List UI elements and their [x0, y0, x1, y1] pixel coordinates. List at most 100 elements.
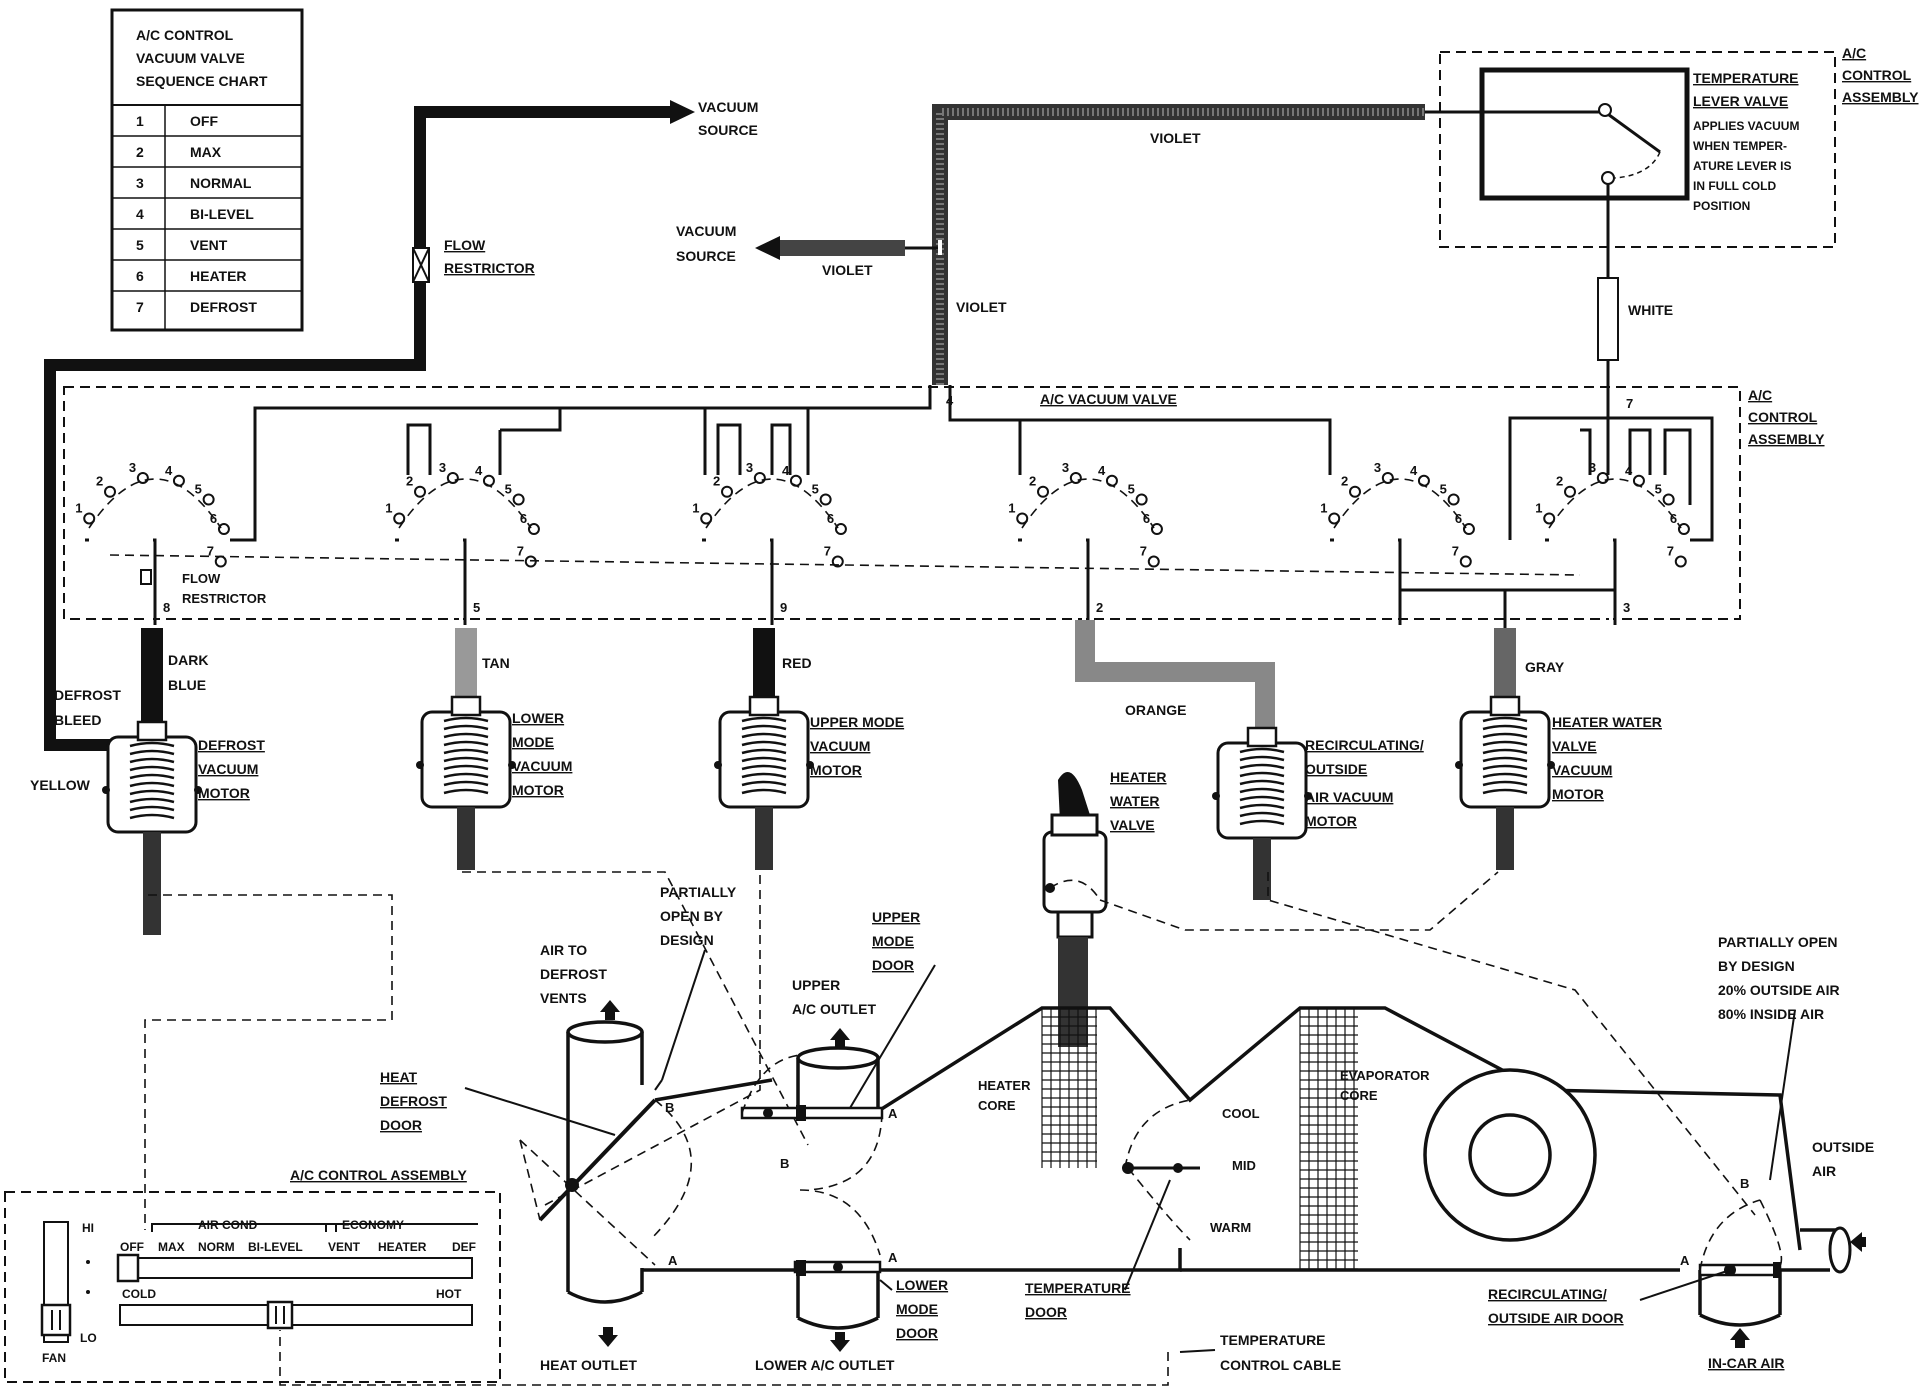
valve-position	[393, 512, 406, 525]
valve-position	[700, 512, 713, 525]
valve-position	[1016, 512, 1029, 525]
valve-arm-inner	[706, 538, 770, 625]
valve-position	[753, 471, 766, 484]
violet-label-mid: VIOLET	[822, 262, 873, 278]
valve-position-number: 1	[692, 500, 699, 515]
outside-air-a: OUTSIDE	[1812, 1139, 1874, 1155]
valve-position	[1069, 471, 1082, 484]
chart-row-label: NORMAL	[190, 175, 252, 191]
partially-open-2-c: 20% OUTSIDE AIR	[1718, 982, 1840, 998]
evaporator-core-label-b: CORE	[1340, 1088, 1378, 1103]
panel-mode-label: BI-LEVEL	[248, 1240, 303, 1254]
chart-row-number: 2	[136, 144, 144, 160]
svg-text:A: A	[888, 1250, 898, 1265]
valve-arm	[1545, 538, 1617, 625]
valve-port-number: 5	[473, 600, 480, 615]
valve-port-4: 4	[946, 393, 954, 408]
valve-position	[83, 512, 96, 525]
svg-text:A: A	[1680, 1253, 1690, 1268]
vacuum-motor	[1455, 695, 1555, 870]
air-to-defrost-a: AIR TO	[540, 942, 587, 958]
flow-restrictor-top-label-a: FLOW	[444, 237, 486, 253]
valve-position-number: 1	[1535, 500, 1542, 515]
gray-feed	[1398, 540, 1507, 628]
doors	[519, 1054, 1783, 1278]
heater-water-valve-label-a: HEATER	[1110, 769, 1167, 785]
ac-control-assembly-mid-c: ASSEMBLY	[1748, 431, 1825, 447]
temp-lever-desc-4: IN FULL COLD	[1693, 179, 1776, 193]
lower-mode-motor-label-c: VACUUM	[512, 758, 572, 774]
violet-label-right: VIOLET	[956, 299, 1007, 315]
lower-mode-door-a: LOWER	[896, 1277, 948, 1293]
valve-position	[1381, 471, 1394, 484]
valve-arm-inner	[1549, 538, 1613, 625]
sequence-chart: A/C CONTROL VACUUM VALVE SEQUENCE CHART …	[110, 8, 304, 332]
valve-position-number: 7	[824, 544, 831, 559]
valve-arm	[1018, 538, 1090, 625]
hot-label: HOT	[436, 1287, 462, 1301]
valve-position-number: 4	[475, 463, 483, 478]
flow-restrictor-top-label-b: RESTRICTOR	[444, 260, 535, 276]
valve-arm	[395, 538, 467, 625]
panel-mode-label: OFF	[120, 1240, 144, 1254]
lower-mode-motor-label-b: MODE	[512, 734, 554, 750]
valve-position-number: 7	[207, 544, 214, 559]
valve-position-number: 2	[1556, 474, 1563, 489]
vacuum-source-label-1b: SOURCE	[698, 122, 758, 138]
valve-position	[214, 555, 227, 568]
dark-blue-label-b: BLUE	[168, 677, 206, 693]
valve-position	[1462, 523, 1475, 536]
chart-row-label: OFF	[190, 113, 218, 129]
valve-position-number: 4	[1098, 463, 1106, 478]
partially-open-1-b: OPEN BY	[660, 908, 724, 924]
heat-defrost-door-a: HEAT	[380, 1069, 418, 1085]
chart-row-number: 3	[136, 175, 144, 191]
vacuum-motor	[714, 695, 814, 870]
upper-mode-motor-label-a: UPPER MODE	[810, 714, 904, 730]
air-to-defrost-c: VENTS	[540, 990, 587, 1006]
temperature-door-b: DOOR	[1025, 1304, 1067, 1320]
vacuum-source-label-1a: VACUUM	[698, 99, 758, 115]
chart-row-label: BI-LEVEL	[190, 206, 254, 222]
valve-position-number: 3	[1374, 460, 1381, 475]
valve-position	[721, 485, 734, 498]
temp-lever-desc-1: APPLIES VACUUM	[1693, 119, 1799, 133]
heater-core	[1041, 1007, 1097, 1168]
cold-label: COLD	[122, 1287, 156, 1301]
valve-position	[202, 493, 215, 506]
hoses	[141, 620, 1516, 730]
mid-label: MID	[1232, 1158, 1256, 1173]
valve-position-number: 1	[385, 500, 392, 515]
temp-lever-desc-5: POSITION	[1693, 199, 1750, 213]
heat-defrost-door-b: DEFROST	[380, 1093, 447, 1109]
vacuum-motor	[102, 720, 202, 935]
valve-position	[1543, 512, 1556, 525]
valve-position-number: 2	[713, 474, 720, 489]
chart-row-label: MAX	[190, 144, 222, 160]
valve-position-number: 3	[439, 460, 446, 475]
valve-position	[136, 471, 149, 484]
panel-mode-label: HEATER	[378, 1240, 427, 1254]
partially-open-1-a: PARTIALLY	[660, 884, 737, 900]
panel-mode-label: MAX	[158, 1240, 185, 1254]
valve-position	[512, 493, 525, 506]
temp-lever-desc-2: WHEN TEMPER-	[1693, 139, 1787, 153]
valve-position	[1674, 555, 1687, 568]
heater-water-valve	[1042, 772, 1108, 1047]
partially-open-2-a: PARTIALLY OPEN	[1718, 934, 1838, 950]
chart-row-number: 6	[136, 268, 144, 284]
panel-mode-label: VENT	[328, 1240, 361, 1254]
in-car-air-label: IN-CAR AIR	[1708, 1355, 1784, 1371]
evaporator-core	[1299, 1007, 1358, 1270]
temperature-lever-valve	[1425, 51, 1836, 398]
ac-vacuum-valve-label: A/C VACUUM VALVE	[1040, 391, 1177, 407]
ac-control-assembly-mid-b: CONTROL	[1748, 409, 1818, 425]
vacuum-motor	[1212, 726, 1312, 900]
